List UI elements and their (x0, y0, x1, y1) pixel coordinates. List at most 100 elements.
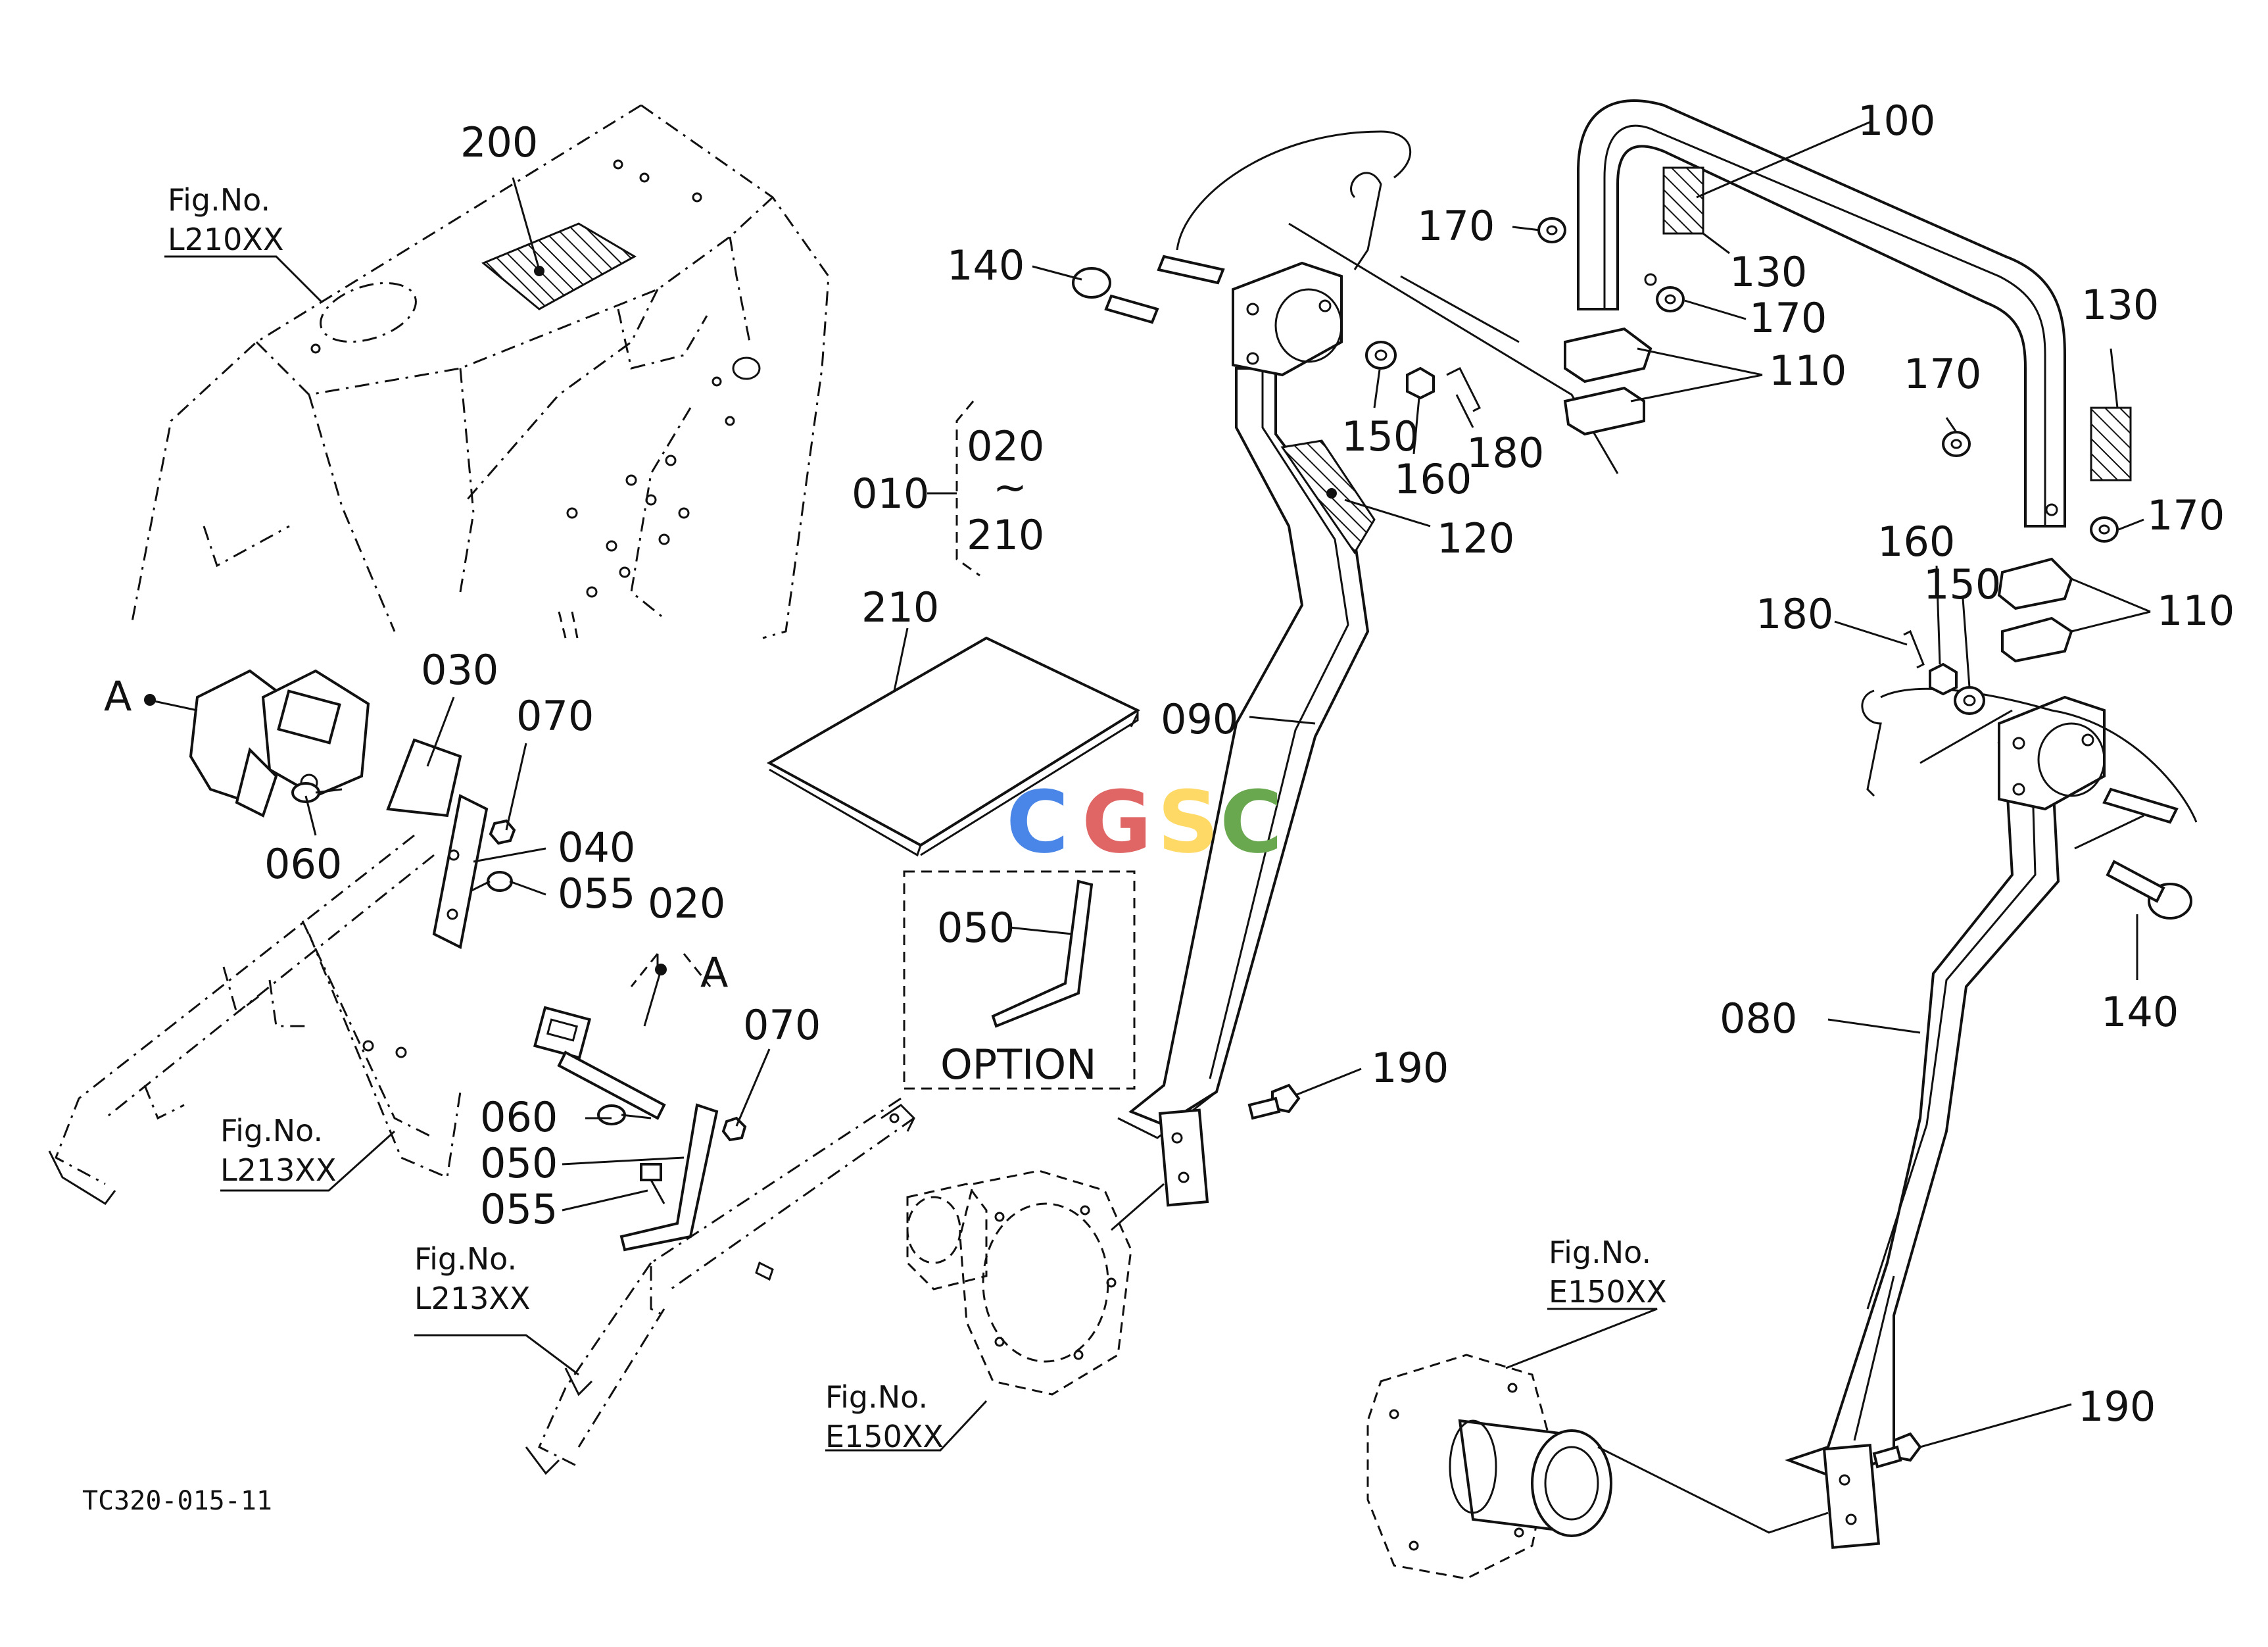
washer-150a (1365, 341, 1397, 370)
axle-housing-right (1366, 1354, 1612, 1580)
callout-110b: 110 (2157, 587, 2234, 635)
fig-ref-e150b-code: E150XX (1549, 1274, 1667, 1310)
frame-l213b (525, 1097, 915, 1475)
leader-assembly-line-d (2074, 814, 2144, 850)
option-part-050: 050 (937, 904, 1015, 952)
callout-190b: 190 (2078, 1383, 2156, 1431)
fig-ref-l213a-code: L213XX (220, 1152, 336, 1188)
range-from: 010 (852, 470, 929, 518)
callout-080: 080 (1720, 995, 1797, 1043)
fig-ref-l210-code: L210XX (168, 222, 283, 257)
callout-090: 090 (1161, 695, 1238, 743)
bolt-055b (640, 1163, 665, 1204)
nut-070b (721, 1116, 747, 1142)
belt-plate-030 (386, 738, 462, 818)
seat-belt-buckle (533, 1006, 666, 1120)
callout-130a: 130 (1729, 248, 1807, 296)
callout-060a: 060 (264, 840, 342, 888)
bolt-060b (597, 1104, 652, 1125)
option-bracket-050 (991, 879, 1094, 1028)
callout-210: 210 (861, 583, 939, 631)
washers-170 (1537, 217, 2119, 543)
callout-055a: 055 (558, 870, 635, 918)
fig-ref-l213a-title: Fig.No. (220, 1113, 323, 1148)
callout-060b: 060 (480, 1093, 558, 1141)
callout-040: 040 (558, 823, 635, 872)
rops-top-bar-100 (1577, 99, 2066, 528)
callout-030: 030 (421, 646, 498, 694)
clip-180a (1446, 366, 1482, 412)
callout-110a: 110 (1769, 347, 1846, 395)
callout-070a: 070 (516, 692, 594, 740)
decal-130b-hatch (2090, 406, 2132, 481)
callout-160a: 160 (1394, 455, 1472, 503)
callout-190a: 190 (1371, 1044, 1449, 1092)
diagram-code: TC320-015-11 (82, 1486, 272, 1516)
rops-post-080 (1785, 695, 2106, 1549)
callout-100: 100 (1858, 97, 1935, 145)
leader-assembly-line-c (1919, 709, 2013, 764)
clip-180b (1903, 629, 1925, 669)
callout-150b: 150 (1923, 560, 2001, 608)
fig-ref-e150a-title: Fig.No. (825, 1379, 928, 1415)
callout-180b: 180 (1756, 590, 1833, 638)
callout-120: 120 (1437, 514, 1514, 562)
end-caps-110 (1563, 327, 2073, 663)
frame-l213a (48, 834, 462, 1205)
callout-160b: 160 (1877, 518, 1955, 566)
bolt-190b (1872, 1432, 1922, 1469)
axle-housing-left (906, 1169, 1132, 1396)
callout-140b: 140 (2101, 988, 2179, 1036)
callout-200: 200 (460, 118, 538, 166)
fender-outline (130, 104, 830, 639)
range-tilde: ~ (993, 463, 1027, 511)
callout-170c: 170 (1904, 350, 1981, 398)
watermark-letter-3: S (1157, 772, 1219, 872)
callout-a: A (104, 672, 132, 720)
pin-140b (1861, 687, 2198, 920)
leader-lines (144, 120, 2151, 1452)
callout-140a: 140 (947, 241, 1025, 289)
detail-a-number: 020 (648, 879, 725, 927)
callout-170a: 170 (1417, 202, 1495, 250)
callout-130b: 130 (2081, 281, 2159, 329)
range-bracket (927, 401, 980, 577)
manual-210 (766, 636, 1141, 857)
decal-200-dot (534, 266, 544, 276)
leader-assembly-line-b (1400, 275, 1520, 343)
callout-150a: 150 (1341, 412, 1419, 460)
nut-160b (1929, 662, 1958, 696)
watermark-letter-1: C (1006, 772, 1069, 872)
watermark-logo: C G S C (1006, 772, 1282, 872)
bolt-055a (470, 871, 513, 893)
callout-labels: 200 Fig.No. L210XX A 030 070 060 040 055… (82, 97, 2234, 1516)
fig-ref-e150b-title: Fig.No. (1549, 1235, 1651, 1270)
fig-ref-l210-title: Fig.No. (168, 182, 270, 218)
fig-ref-l213b-code: L213XX (414, 1281, 530, 1316)
decal-200-hatch (481, 222, 637, 310)
decal-120-dot (1326, 488, 1337, 499)
callout-170b: 170 (1749, 294, 1827, 342)
callout-070b: 070 (743, 1001, 821, 1049)
leader-assembly-line-a (1288, 222, 1619, 474)
decal-130a-hatch (1662, 166, 1704, 235)
detail-a-letter: A (700, 948, 728, 996)
leader-post-axle-right (1597, 1446, 1829, 1534)
rops-post-090 (1117, 261, 1370, 1207)
range-to-a: 020 (967, 422, 1044, 470)
fig-ref-e150a-code: E150XX (825, 1419, 944, 1454)
bracket-040 (432, 794, 489, 949)
callout-050: 050 (480, 1139, 558, 1187)
seat-belt-retractor (189, 669, 370, 818)
callout-055b: 055 (480, 1185, 558, 1233)
watermark-letter-4: C (1220, 772, 1282, 872)
bolt-190a (1247, 1083, 1301, 1120)
nut-070a (489, 819, 516, 845)
nut-160a (1406, 366, 1435, 400)
bolt-060a (291, 782, 343, 803)
leader-post-axle-left (1111, 1183, 1165, 1231)
pin-140a (1072, 130, 1412, 324)
fig-ref-l213b-title: Fig.No. (414, 1241, 517, 1277)
callout-180a: 180 (1466, 429, 1544, 477)
